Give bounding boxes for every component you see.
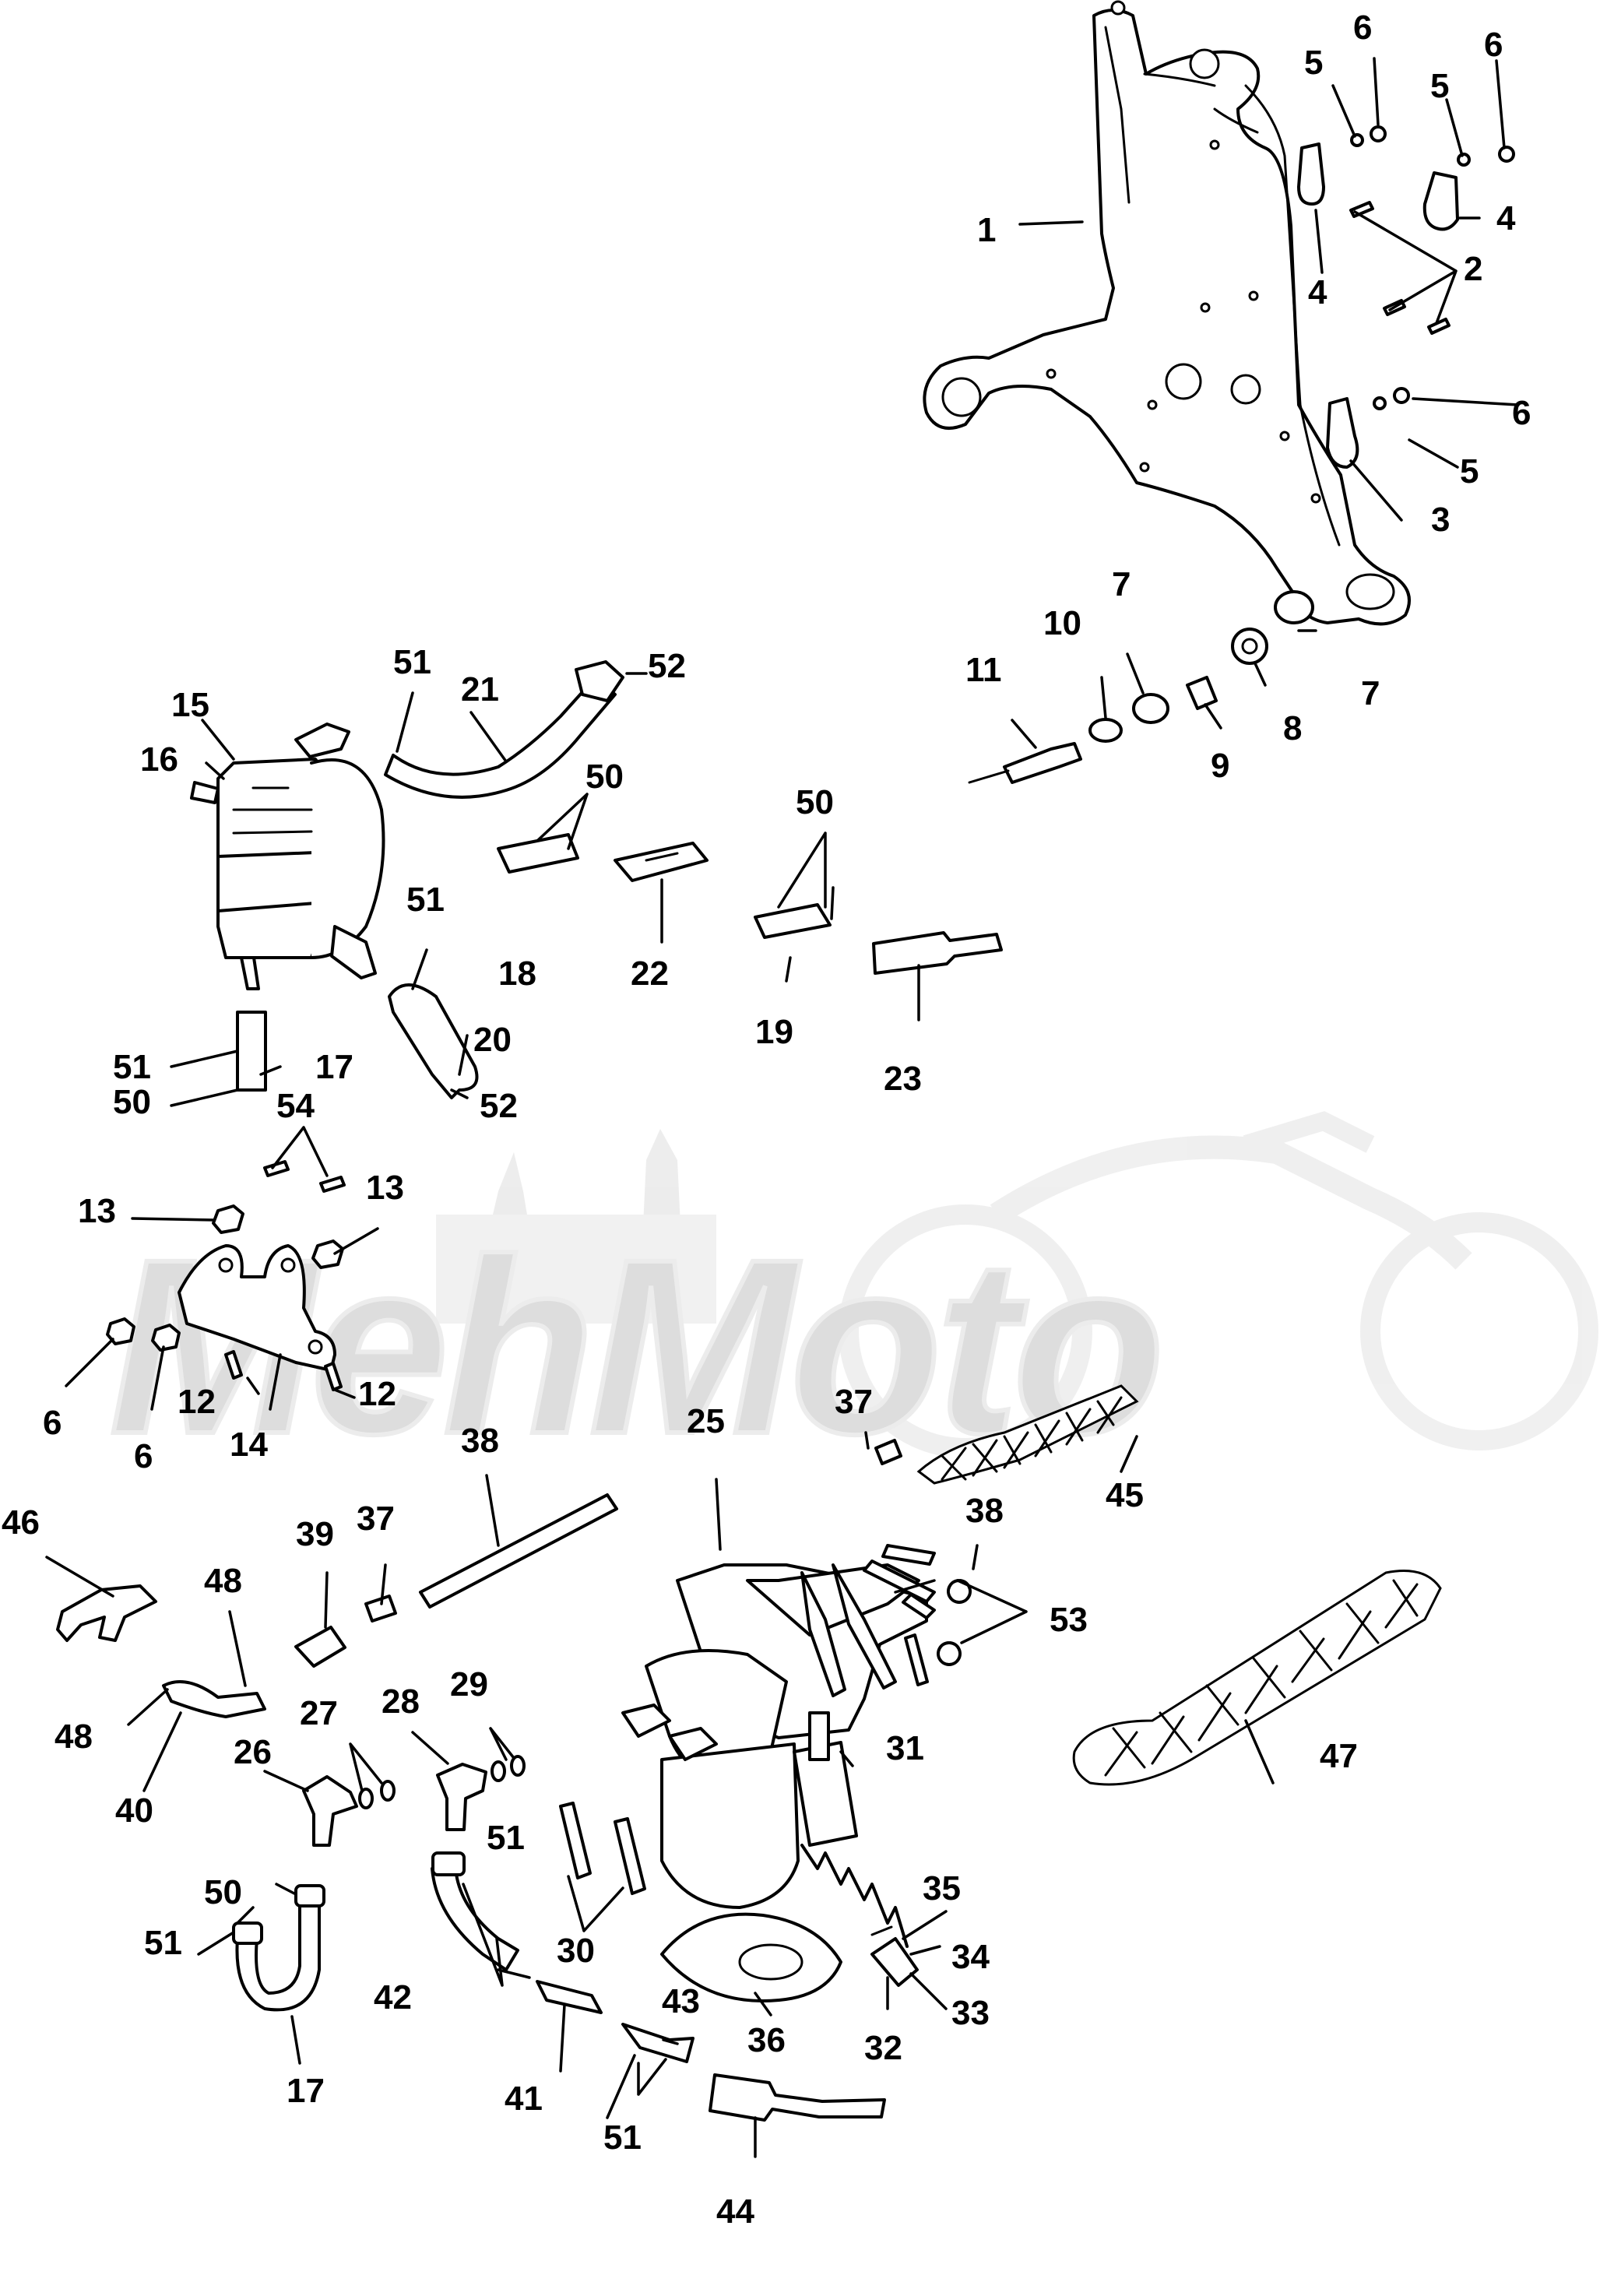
callout-43: 43 [662, 1982, 700, 2020]
lower-left-fittings [56, 1493, 618, 1718]
callout-3: 3 [1431, 501, 1450, 539]
callout-25: 25 [687, 1402, 725, 1440]
callout-18: 18 [498, 955, 536, 993]
callout-46: 46 [2, 1503, 40, 1542]
callout-50: 50 [113, 1083, 151, 1121]
clip-4-right [1422, 171, 1459, 231]
callout-23: 23 [884, 1060, 922, 1098]
callout-19: 19 [755, 1013, 793, 1051]
callout-17: 17 [315, 1048, 353, 1086]
callout-35: 35 [923, 1869, 961, 1907]
callout-labels: 1 2 3 4 4 5 5 5 6 6 6 6 6 7 7 8 9 10 11 … [2, 9, 1531, 2231]
callout-51: 51 [406, 881, 445, 919]
callout-8: 8 [1283, 709, 1302, 747]
callout-28: 28 [382, 1682, 420, 1721]
callout-2: 2 [1464, 250, 1482, 288]
callout-30: 30 [557, 1932, 595, 1970]
callout-31: 31 [886, 1729, 924, 1767]
fuel-pump [190, 723, 385, 990]
callout-10: 10 [1043, 604, 1081, 642]
callout-45: 45 [1106, 1476, 1144, 1514]
callout-48: 48 [204, 1562, 242, 1600]
callout-50: 50 [585, 758, 624, 796]
callout-38: 38 [965, 1492, 1004, 1530]
callout-11: 11 [965, 651, 1002, 689]
callout-13: 13 [366, 1169, 404, 1207]
callout-40: 40 [115, 1791, 153, 1830]
callout-50: 50 [796, 783, 834, 821]
leader-lines [45, 57, 1520, 2158]
clip-3 [1326, 397, 1359, 469]
elbow-fittings [302, 1755, 526, 1847]
callout-1: 1 [977, 211, 996, 249]
callout-22: 22 [631, 955, 669, 993]
callout-5: 5 [1430, 67, 1449, 105]
callout-20: 20 [473, 1021, 512, 1059]
clip-4-left [1297, 142, 1325, 206]
callout-4: 4 [1308, 273, 1327, 311]
callout-12: 12 [358, 1375, 396, 1413]
callout-15: 15 [171, 686, 209, 724]
clips-30 [559, 1802, 646, 1895]
callout-51: 51 [113, 1048, 151, 1086]
callout-6: 6 [1484, 26, 1503, 64]
top-clips [1297, 125, 1515, 469]
callout-38: 38 [461, 1422, 499, 1460]
callout-53: 53 [1050, 1601, 1088, 1639]
callout-48: 48 [55, 1718, 93, 1756]
callout-4: 4 [1496, 199, 1516, 237]
u-hose-17 [232, 1884, 325, 2012]
callout-50: 50 [204, 1873, 242, 1911]
callout-17: 17 [287, 2072, 325, 2110]
callout-37: 37 [357, 1500, 395, 1538]
callout-12: 12 [178, 1383, 216, 1421]
callout-39: 39 [296, 1515, 334, 1553]
bolt-stack [968, 590, 1314, 784]
callout-47: 47 [1320, 1737, 1358, 1775]
callout-32: 32 [864, 2029, 902, 2067]
callout-34: 34 [951, 1938, 990, 1976]
callout-52: 52 [648, 647, 686, 685]
callout-54: 54 [276, 1087, 315, 1125]
callout-6: 6 [1512, 394, 1531, 432]
callout-51: 51 [393, 643, 431, 681]
callout-6: 6 [1353, 9, 1372, 47]
callout-14: 14 [230, 1426, 268, 1464]
callout-7: 7 [1112, 565, 1131, 603]
callout-37: 37 [835, 1383, 873, 1421]
callout-51: 51 [487, 1819, 525, 1857]
callout-52: 52 [480, 1087, 518, 1125]
callout-5: 5 [1304, 44, 1323, 82]
sleeves [874, 1384, 1442, 1786]
callout-26: 26 [234, 1733, 272, 1771]
callout-13: 13 [78, 1192, 116, 1230]
callout-7: 7 [1361, 674, 1380, 712]
callout-6: 6 [43, 1404, 62, 1442]
callout-16: 16 [140, 740, 178, 779]
callout-9: 9 [1211, 747, 1229, 785]
callout-41: 41 [505, 2080, 543, 2118]
upper-hoses [236, 660, 1003, 1099]
callout-21: 21 [461, 670, 499, 708]
callout-44: 44 [716, 2192, 754, 2231]
bracket-plate [923, 0, 1411, 626]
callout-51: 51 [603, 2118, 642, 2157]
watermark: MehMoto [107, 1111, 1598, 1488]
callout-33: 33 [951, 1994, 990, 2032]
canister-assembly [621, 1544, 936, 2002]
callout-42: 42 [374, 1978, 412, 2016]
callout-5: 5 [1460, 452, 1479, 490]
callout-6: 6 [134, 1437, 153, 1475]
callout-27: 27 [300, 1694, 338, 1732]
callout-51: 51 [144, 1924, 182, 1962]
callout-29: 29 [450, 1665, 488, 1704]
bracket-14 [106, 1160, 346, 1391]
callout-36: 36 [747, 2021, 786, 2059]
